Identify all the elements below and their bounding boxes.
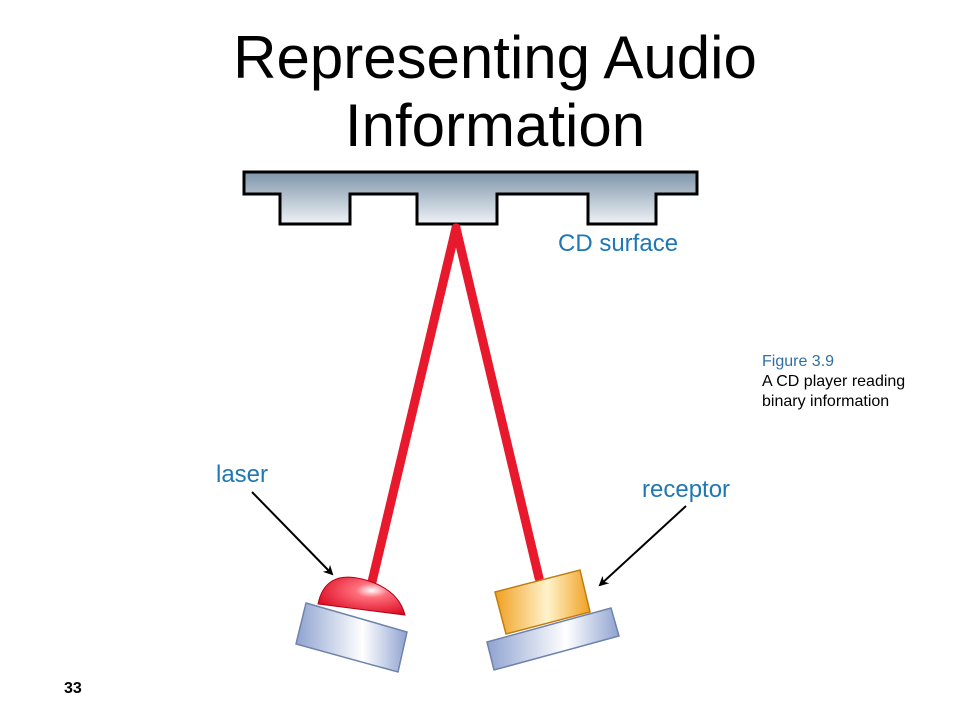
receptor-pointer-arrow <box>598 505 687 587</box>
figure-number: Figure 3.9 <box>762 353 835 370</box>
reflected-beam <box>451 223 544 583</box>
title-line-2: Information <box>344 92 646 159</box>
laser-emitter-icon <box>295 576 408 673</box>
laser-pointer-arrow <box>251 491 334 576</box>
caption-line-1: A CD player reading <box>762 373 906 390</box>
page-number: 33 <box>64 680 82 697</box>
incident-beam <box>366 223 461 591</box>
cd-surface-icon <box>242 170 699 226</box>
caption-line-2: binary information <box>762 393 890 410</box>
cd-surface-label: CD surface <box>558 230 678 257</box>
title-line-1: Representing Audio <box>233 24 757 91</box>
laser-label: laser <box>216 461 268 488</box>
slide-title: Representing Audio Information <box>150 24 840 160</box>
receptor-label: receptor <box>642 476 730 503</box>
receptor-icon <box>486 569 620 671</box>
figure-caption: Figure 3.9 A CD player reading binary in… <box>762 352 905 412</box>
